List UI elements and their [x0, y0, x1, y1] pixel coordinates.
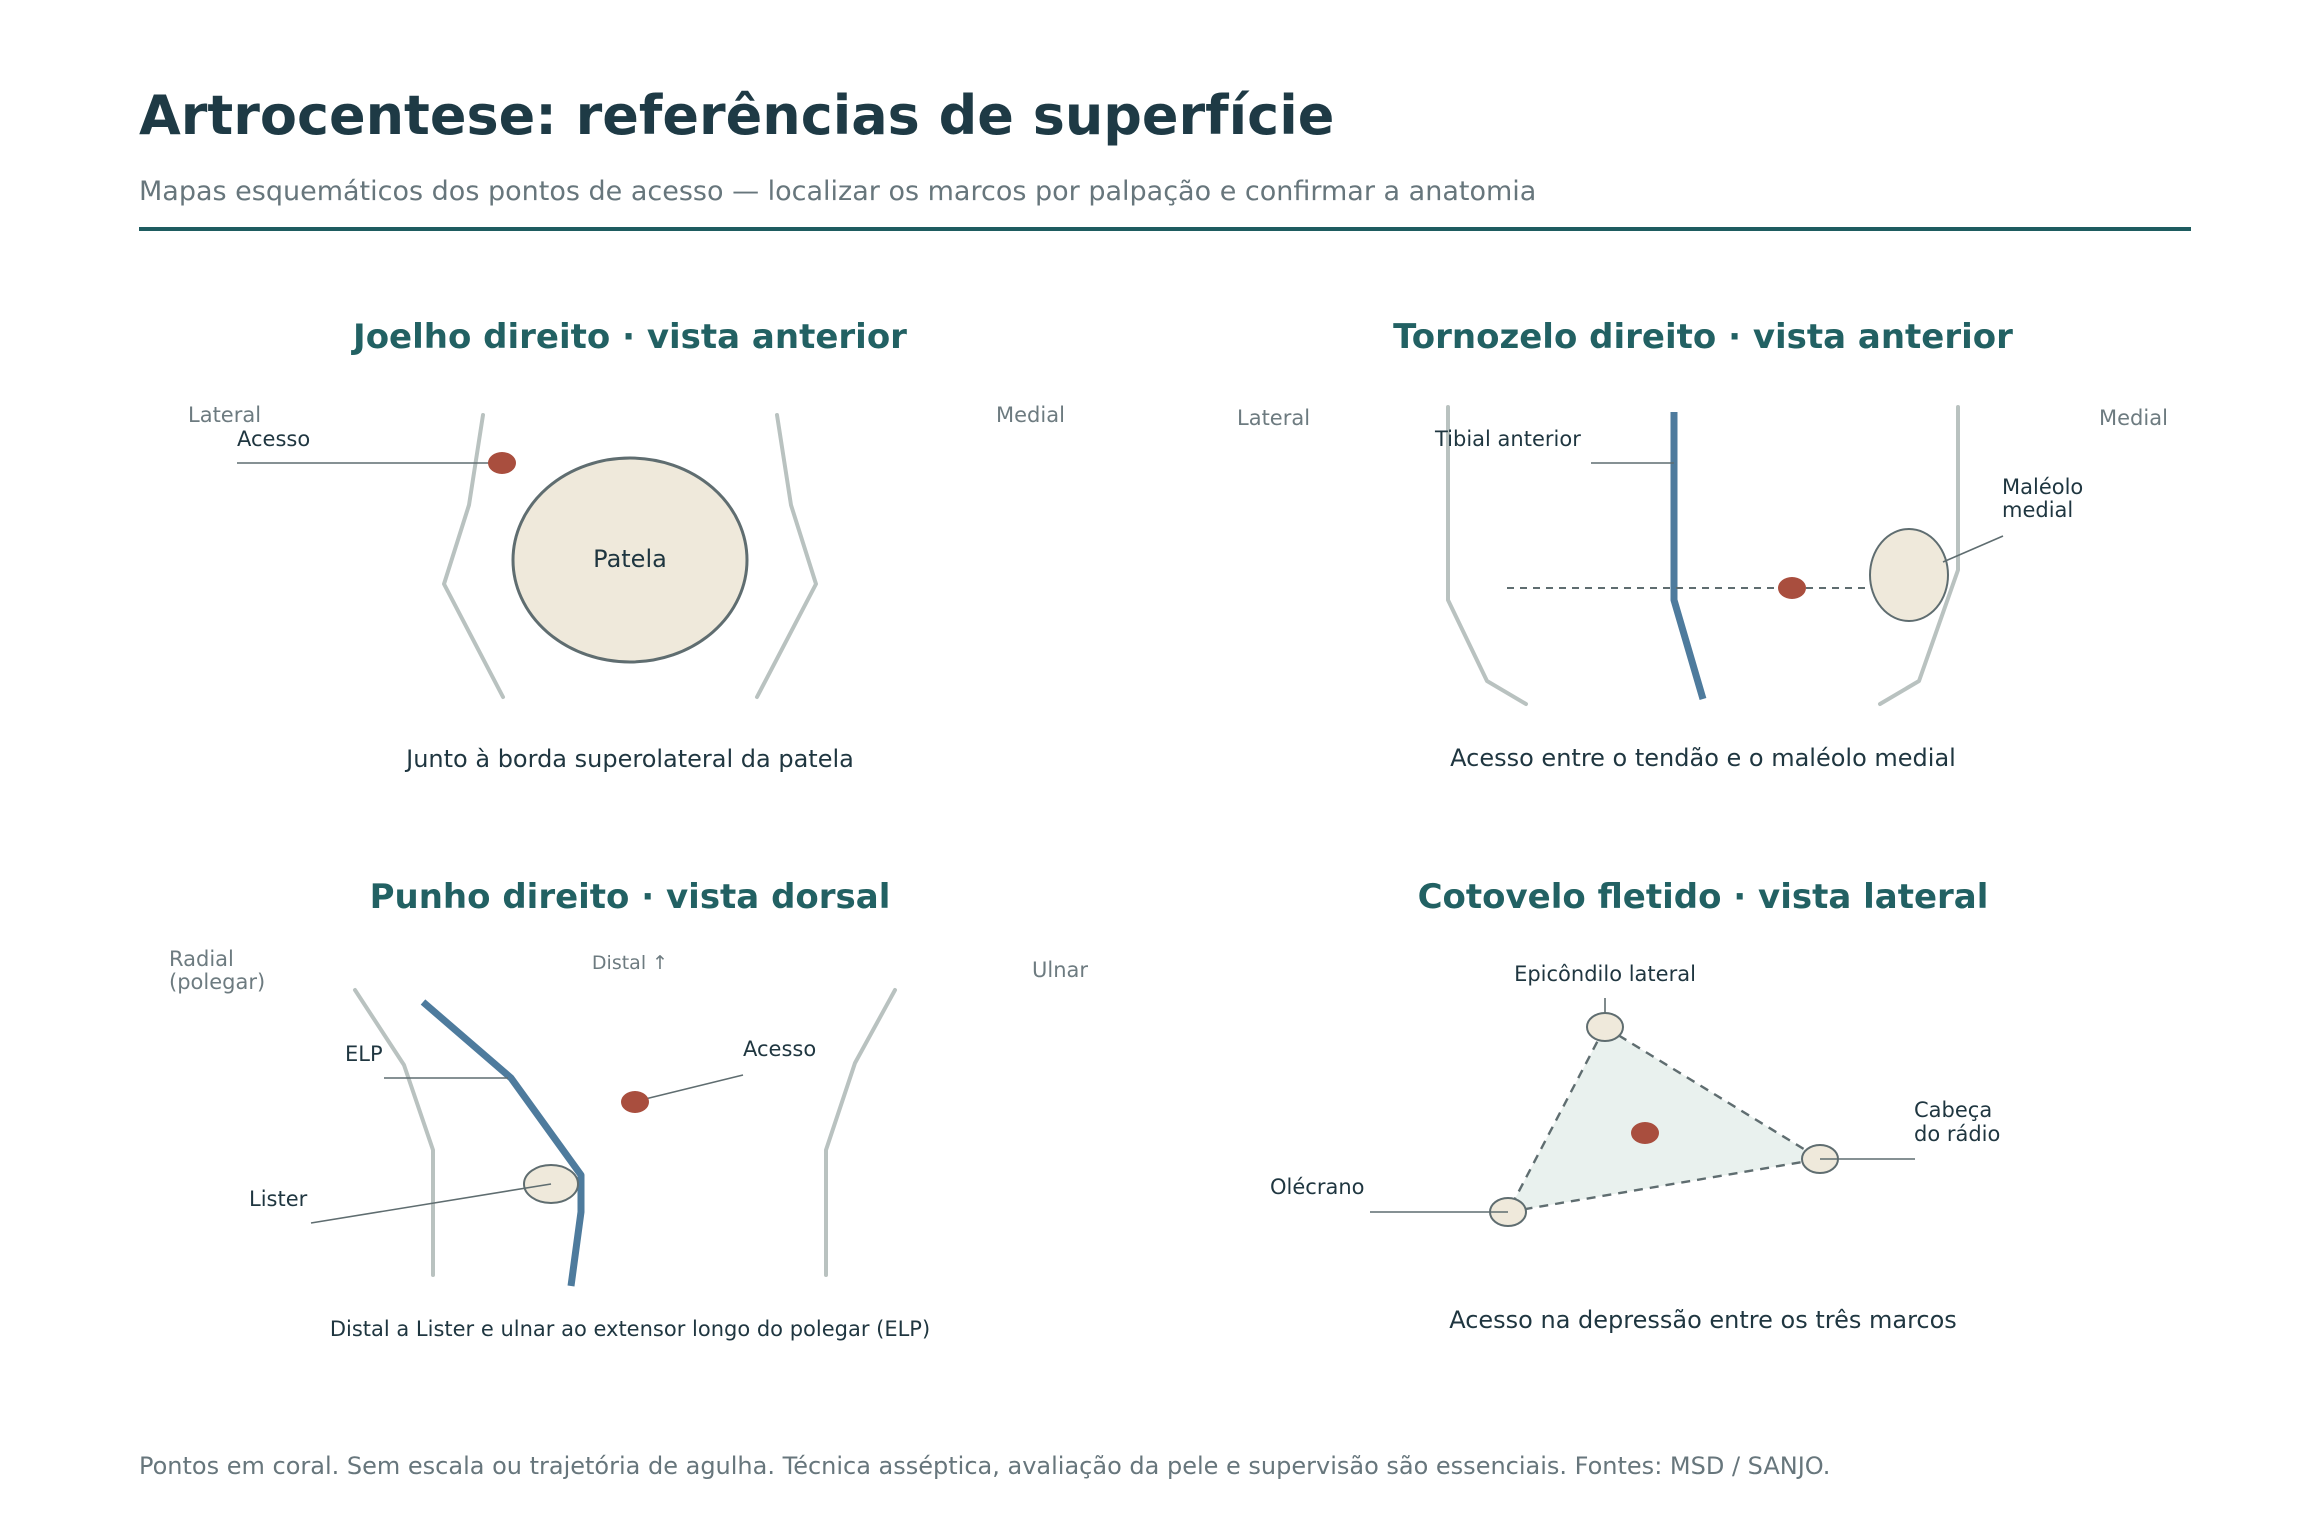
elbow-landmark-triangle [1505, 1025, 1824, 1214]
ankle-caption: Acesso entre o tendão e o maléolo medial [1450, 744, 1956, 772]
wrist-panel-title: Punho direito · vista dorsal [370, 877, 891, 917]
ankle-access-point [1778, 577, 1806, 599]
lateral-epicondyle-shape [1586, 1012, 1624, 1042]
elbow-panel-title: Cotovelo fletido · vista lateral [1418, 877, 1989, 917]
elbow-epicondyle-label: Epicôndilo lateral [1514, 962, 1696, 986]
wrist-distal-label: Distal ↑ [592, 952, 668, 974]
medial-malleolus-shape [1869, 528, 1949, 622]
ankle-lateral-outline [1446, 405, 1528, 706]
page-subtitle: Mapas esquemáticos dos pontos de acesso … [139, 176, 1537, 207]
knee-medial-outline [755, 413, 818, 699]
wrist-lister-label: Lister [249, 1187, 308, 1211]
wrist-radial-label-line1: Radial [169, 947, 234, 971]
patella-label: Patela [593, 545, 667, 573]
wrist-lister-leader [310, 1183, 552, 1224]
knee-lateral-outline [442, 413, 505, 699]
wrist-caption: Distal a Lister e ulnar ao extensor long… [330, 1317, 930, 1341]
wrist-panel: Punho direito · vista dorsal Radial (pol… [169, 877, 1088, 1341]
knee-access-label: Acesso [237, 427, 310, 451]
tibialis-anterior-tendon [1670, 412, 1707, 700]
ankle-medial-outline [1878, 405, 1960, 706]
wrist-ulnar-outline [824, 988, 897, 1277]
elbow-radial-head-label-line2: do rádio [1914, 1122, 2000, 1146]
ankle-tendon-label: Tibial anterior [1434, 427, 1581, 451]
elbow-radial-head-label-line1: Cabeça [1914, 1098, 1992, 1122]
wrist-ulnar-label: Ulnar [1032, 958, 1088, 982]
elbow-olecranon-label: Olécrano [1270, 1175, 1365, 1199]
wrist-access-point [621, 1091, 649, 1113]
elbow-panel: Cotovelo fletido · vista lateral Epicônd… [1270, 877, 2000, 1334]
ankle-panel-title: Tornozelo direito · vista anterior [1393, 317, 2013, 357]
page-title: Artrocentese: referências de superfície [139, 84, 1335, 147]
wrist-access-label: Acesso [743, 1037, 816, 1061]
ankle-malleolus-leader [1942, 535, 2004, 563]
patella-shape [511, 456, 749, 664]
knee-caption: Junto à borda superolateral da patela [404, 745, 854, 773]
knee-panel: Joelho direito · vista anterior Lateral … [188, 317, 1065, 773]
elbow-caption: Acesso na depressão entre os três marcos [1449, 1306, 1957, 1334]
header-divider [139, 227, 2191, 231]
wrist-access-leader [636, 1074, 744, 1102]
knee-lateral-label: Lateral [188, 403, 261, 427]
ankle-medial-label: Medial [2099, 406, 2168, 430]
ankle-malleolus-label-line2: medial [2002, 498, 2073, 522]
ankle-malleolus-label-line1: Maléolo [2002, 475, 2083, 499]
knee-panel-title: Joelho direito · vista anterior [351, 317, 907, 357]
ankle-panel: Tornozelo direito · vista anterior Later… [1237, 317, 2168, 772]
ankle-lateral-label: Lateral [1237, 406, 1310, 430]
knee-medial-label: Medial [996, 403, 1065, 427]
wrist-radial-label-line2: (polegar) [169, 970, 265, 994]
elbow-access-point [1631, 1122, 1659, 1144]
wrist-radial-outline [353, 988, 435, 1277]
epl-tendon [420, 999, 585, 1287]
knee-access-point [488, 452, 516, 474]
footer-note: Pontos em coral. Sem escala ou trajetóri… [139, 1452, 1831, 1480]
wrist-elp-label: ELP [345, 1042, 383, 1066]
